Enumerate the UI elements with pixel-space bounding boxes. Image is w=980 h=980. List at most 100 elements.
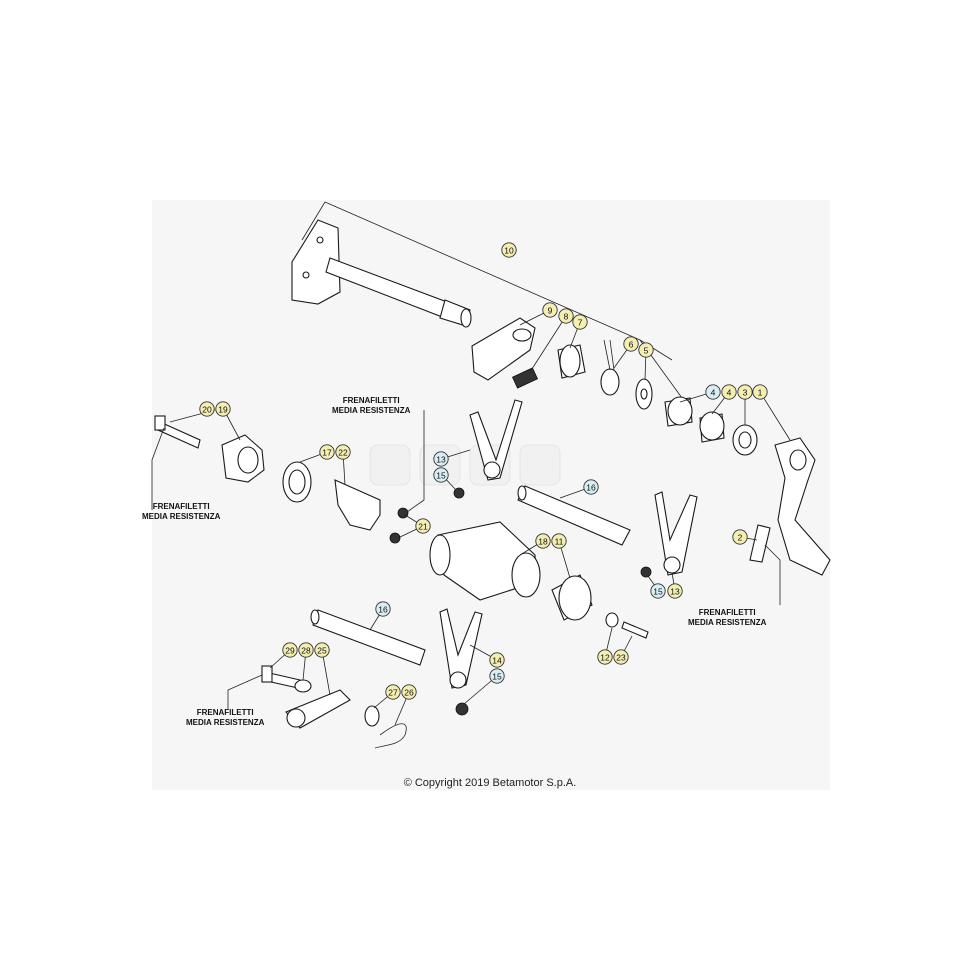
callout-label: 15 xyxy=(653,587,663,597)
callout-label: 20 xyxy=(202,405,212,415)
callout-9: 9 xyxy=(542,302,558,318)
roller xyxy=(453,487,465,499)
callout-label: 15 xyxy=(436,471,446,481)
watermark-logo xyxy=(369,444,561,486)
callout-circle xyxy=(638,342,654,358)
callout-21: 21 xyxy=(415,518,431,534)
callout-circle xyxy=(314,642,330,658)
callout-label: 4 xyxy=(711,388,716,398)
callout-6: 6 xyxy=(623,336,639,352)
copyright-text: © Copyright 2019 Betamotor S.p.A. xyxy=(403,777,577,789)
callout-label: 28 xyxy=(301,646,311,656)
callout-label: 26 xyxy=(404,688,414,698)
callout-23: 23 xyxy=(613,649,629,665)
callout-circle xyxy=(489,652,505,668)
callout-circle xyxy=(572,314,588,330)
drum-bearing xyxy=(551,574,593,621)
callout-5: 5 xyxy=(638,342,654,358)
diagram-panel xyxy=(152,200,830,790)
callout-circle xyxy=(597,649,613,665)
callout-label: 17 xyxy=(322,448,332,458)
callout-circle xyxy=(415,518,431,534)
selector-shaft xyxy=(291,219,472,328)
callout-circle xyxy=(319,444,335,460)
callout-22: 22 xyxy=(335,444,351,460)
callout-circle xyxy=(401,684,417,700)
callout-circle xyxy=(667,583,683,599)
callout-circle xyxy=(705,384,721,400)
callout-label: 12 xyxy=(600,653,610,663)
note-frenafiletti: FRENAFILETTI MEDIA RESISTENZA xyxy=(142,502,220,522)
callout-label: 9 xyxy=(548,306,553,316)
note-line-2: MEDIA RESISTENZA xyxy=(142,512,221,521)
callout-label: 10 xyxy=(504,246,514,256)
callout-25: 25 xyxy=(314,642,330,658)
callout-label: 3 xyxy=(743,388,748,398)
callout-label: 16 xyxy=(378,605,388,615)
callout-label: 15 xyxy=(492,672,502,682)
callout-circle xyxy=(551,533,567,549)
clip xyxy=(600,368,620,396)
bearings xyxy=(664,396,725,443)
shift-fork xyxy=(469,399,523,481)
roller-bush xyxy=(364,705,380,727)
callout-label: 14 xyxy=(492,656,502,666)
shift-fork xyxy=(439,608,483,689)
callout-circle xyxy=(375,601,391,617)
callout-label: 18 xyxy=(538,537,548,547)
callout-circle xyxy=(199,401,215,417)
callout-15: 15 xyxy=(433,467,449,483)
callout-circle xyxy=(583,479,599,495)
callout-19: 19 xyxy=(215,401,231,417)
callout-10: 10 xyxy=(501,242,517,258)
callout-circle xyxy=(732,529,748,545)
callout-circle xyxy=(623,336,639,352)
shift-lever xyxy=(774,437,831,576)
washer xyxy=(294,679,312,693)
roller xyxy=(455,702,469,716)
callout-20: 20 xyxy=(199,401,215,417)
callout-26: 26 xyxy=(401,684,417,700)
callout-4: 4 xyxy=(721,384,737,400)
callout-18: 18 xyxy=(535,533,551,549)
callout-label: 13 xyxy=(670,587,680,597)
return-spring xyxy=(374,723,407,749)
lever-bolt xyxy=(749,524,771,563)
callout-circle xyxy=(489,668,505,684)
star-bolt xyxy=(154,415,201,449)
callout-7: 7 xyxy=(572,314,588,330)
shift-fork xyxy=(654,491,698,576)
callout-label: 21 xyxy=(418,522,428,532)
callout-8: 8 xyxy=(558,308,574,324)
callout-circle xyxy=(433,467,449,483)
callout-circle xyxy=(433,451,449,467)
small-washer xyxy=(605,612,619,628)
note-frenafiletti: FRENAFILETTI MEDIA RESISTENZA xyxy=(332,396,410,416)
callout-28: 28 xyxy=(298,642,314,658)
callout-label: 4 xyxy=(727,388,732,398)
callout-17: 17 xyxy=(319,444,335,460)
callout-2: 2 xyxy=(732,529,748,545)
note-frenafiletti: FRENAFILETTI MEDIA RESISTENZA xyxy=(688,608,766,628)
callout-3: 3 xyxy=(737,384,753,400)
callout-circle xyxy=(650,583,666,599)
callout-circle xyxy=(335,444,351,460)
note-line-1: FRENAFILETTI xyxy=(342,396,400,405)
callout-16: 16 xyxy=(375,601,391,617)
callout-29: 29 xyxy=(282,642,298,658)
callout-circle xyxy=(752,384,768,400)
callout-13: 13 xyxy=(433,451,449,467)
callout-circle xyxy=(737,384,753,400)
selector-drum xyxy=(429,521,541,601)
callout-label: 27 xyxy=(388,688,398,698)
note-frenafiletti: FRENAFILETTI MEDIA RESISTENZA xyxy=(186,708,264,728)
callout-label: 7 xyxy=(578,318,583,328)
pin xyxy=(621,621,649,639)
callout-label: 8 xyxy=(564,312,569,322)
note-line-2: MEDIA RESISTENZA xyxy=(186,718,265,727)
callout-label: 25 xyxy=(317,646,327,656)
callout-label: 16 xyxy=(586,483,596,493)
roller xyxy=(640,566,652,578)
callout-label: 11 xyxy=(555,537,564,547)
callout-label: 22 xyxy=(338,448,348,458)
